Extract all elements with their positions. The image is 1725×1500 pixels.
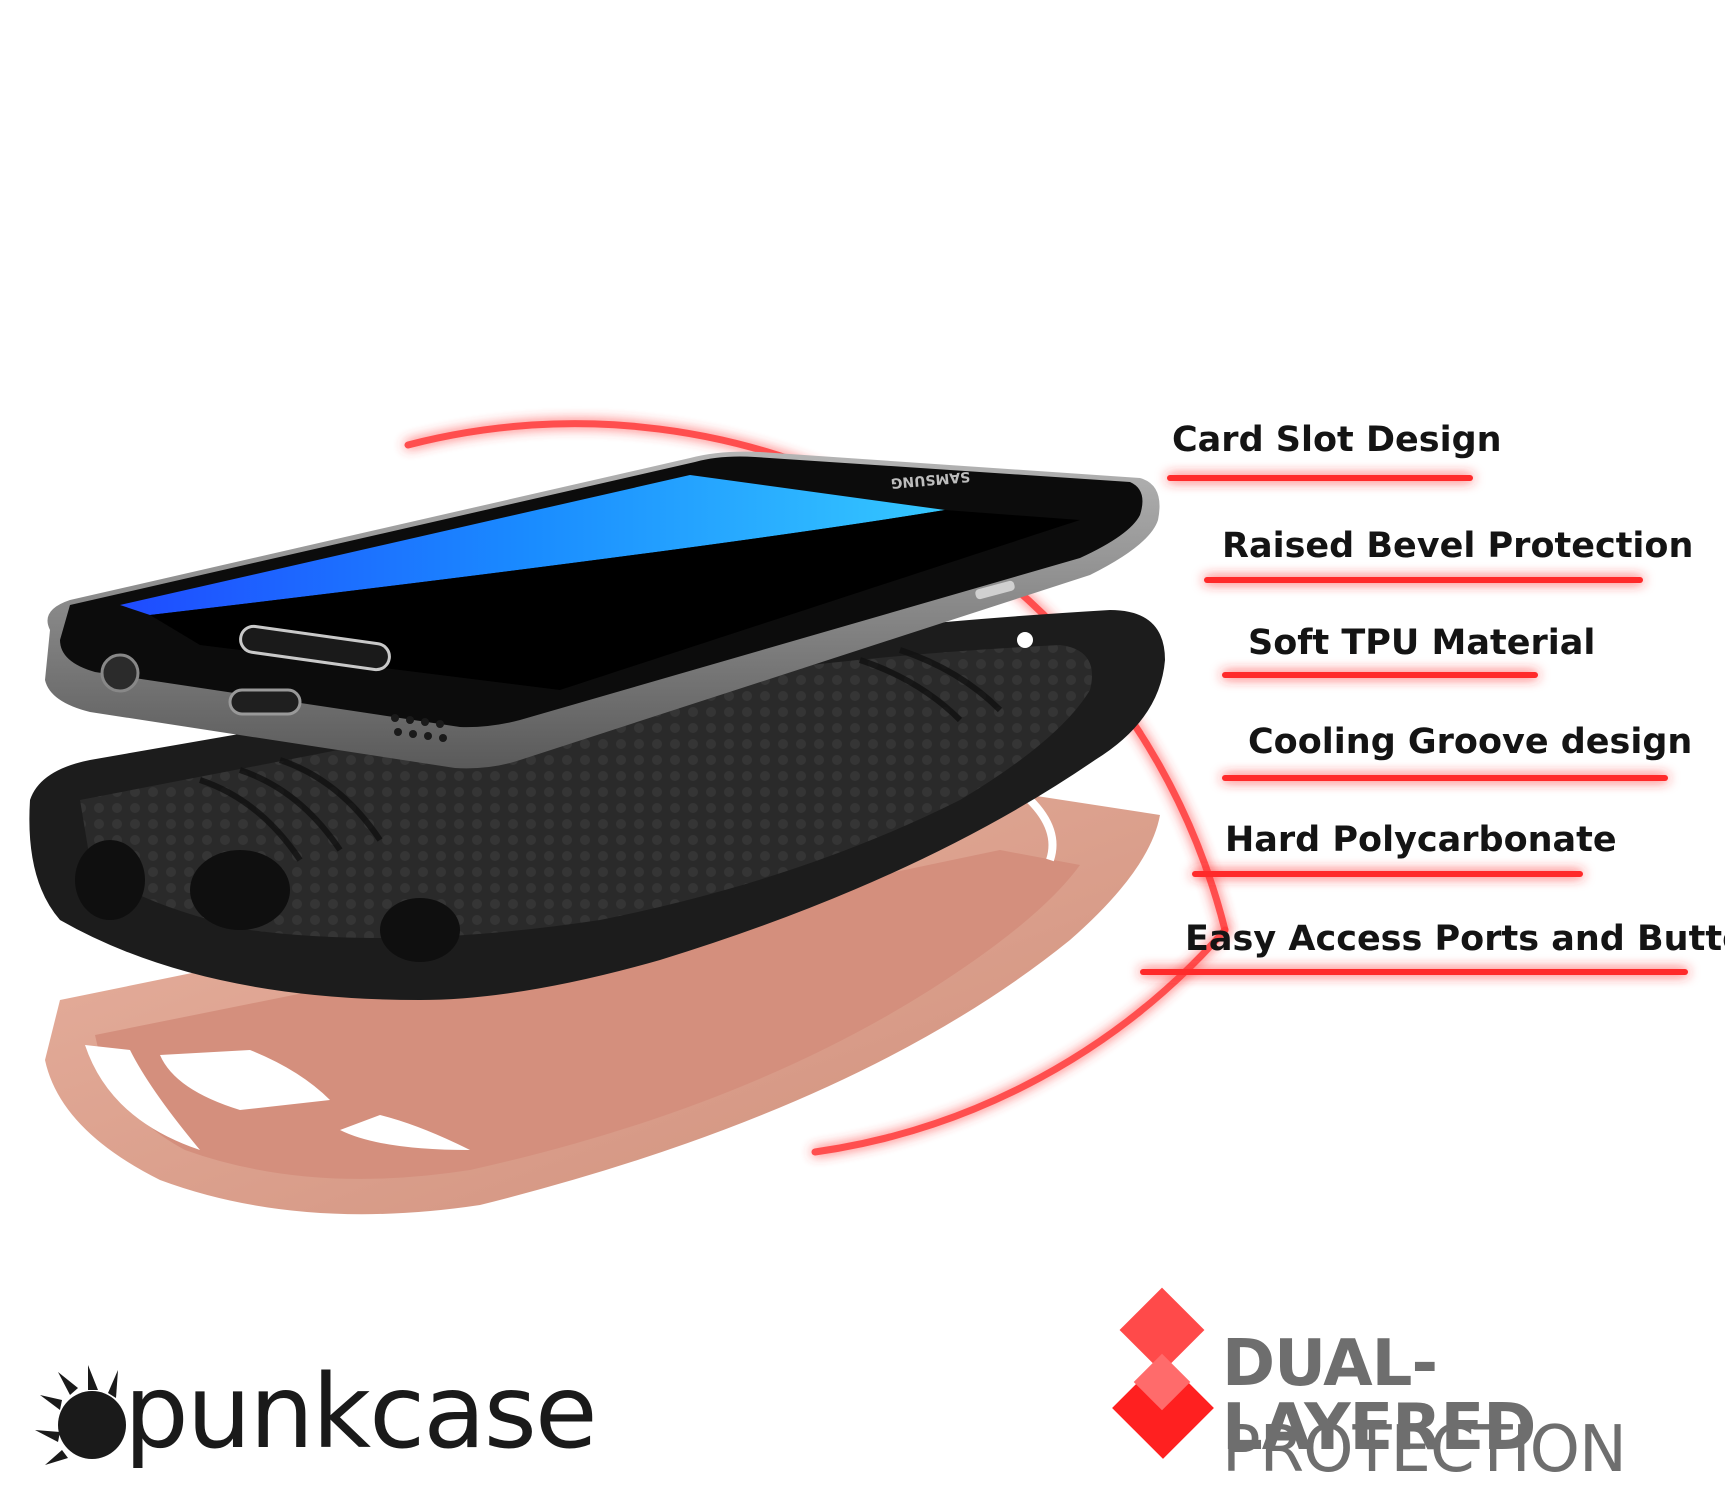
logo-part-punk: punk: [124, 1353, 371, 1472]
feature-label-raised-bevel: Raised Bevel Protection: [1222, 526, 1694, 566]
black-tpu-case: [29, 610, 1165, 1000]
phone-screen: [120, 475, 945, 615]
badge-line-1: DUAL-LAYERED: [1222, 1327, 1536, 1465]
punkcase-logo-icon: [35, 1365, 126, 1465]
feature-label-cooling-groove: Cooling Groove design: [1248, 722, 1693, 762]
samsung-phone: SAMSUNG: [45, 451, 1160, 769]
feature-label-card-slot: Card Slot Design: [1172, 420, 1502, 460]
badge-line-2: PROTECTION: [1222, 1413, 1627, 1487]
feature-label-easy-access: Easy Access Ports and Buttons: [1185, 919, 1725, 959]
callout-lines: [1140, 475, 1688, 975]
red-diamond-icon: [1112, 1287, 1214, 1459]
feature-label-soft-tpu: Soft TPU Material: [1248, 623, 1596, 663]
logo-part-case: case: [369, 1353, 597, 1472]
samsung-brand: SAMSUNG: [890, 468, 971, 491]
arc-bottom-glow: [811, 926, 1229, 1156]
punkcase-logo: punkcase: [54, 1362, 598, 1464]
home-button: [239, 624, 391, 672]
feature-label-hard-polycarbonate: Hard Polycarbonate: [1225, 820, 1617, 860]
rose-gold-shell: [45, 795, 1160, 1215]
